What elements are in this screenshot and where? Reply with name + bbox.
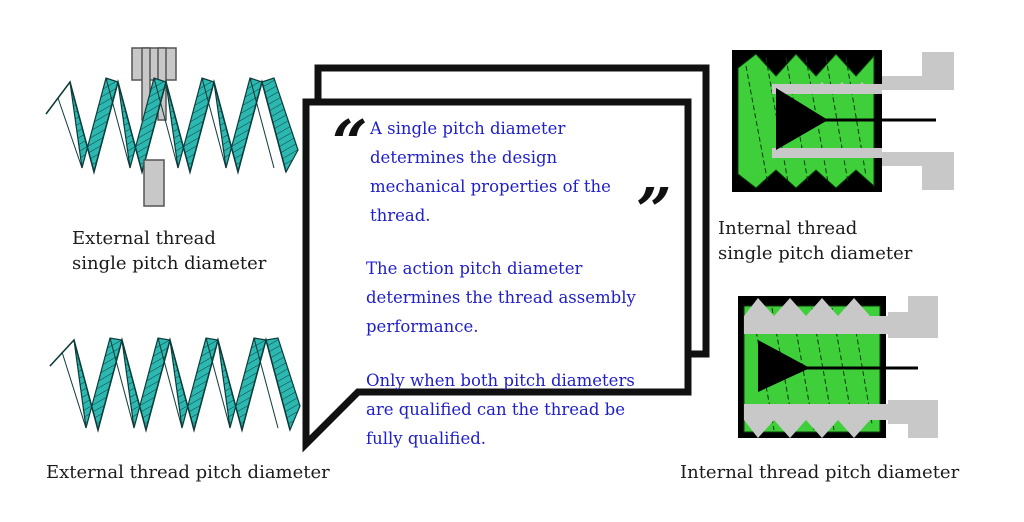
speech-bubble-back <box>314 64 710 358</box>
gauge-probe-bottom <box>143 159 165 207</box>
speech-bubble-front <box>302 98 692 453</box>
quote-paragraph-1: A single pitch diameter determines the d… <box>370 119 611 225</box>
quote-paragraph-2: The action pitch diameter determines the… <box>366 259 636 336</box>
speech-bubble <box>302 64 710 453</box>
quote-open-mark: “ <box>332 106 368 179</box>
external-thread-single-figure <box>45 47 299 207</box>
measuring-cone-2 <box>758 340 810 392</box>
caption-external-pitch: External thread pitch diameter <box>46 462 330 483</box>
caption-external-single: External thread single pitch diameter <box>72 228 267 274</box>
internal-thread-pitch-figure <box>738 296 938 438</box>
internal-thread-single-figure <box>732 50 954 192</box>
external-thread-pitch-figure <box>49 337 301 433</box>
caption-internal-single: Internal thread single pitch diameter <box>718 218 913 264</box>
quote-paragraph-3: Only when both pitch diameters are quali… <box>366 371 635 448</box>
internal-gauge <box>772 52 954 190</box>
internal-gauge-2 <box>744 296 938 438</box>
external-thread-body <box>45 77 299 175</box>
measuring-cone <box>776 88 828 150</box>
caption-internal-pitch: Internal thread pitch diameter <box>680 462 960 483</box>
quote-close-mark: ” <box>636 174 672 247</box>
